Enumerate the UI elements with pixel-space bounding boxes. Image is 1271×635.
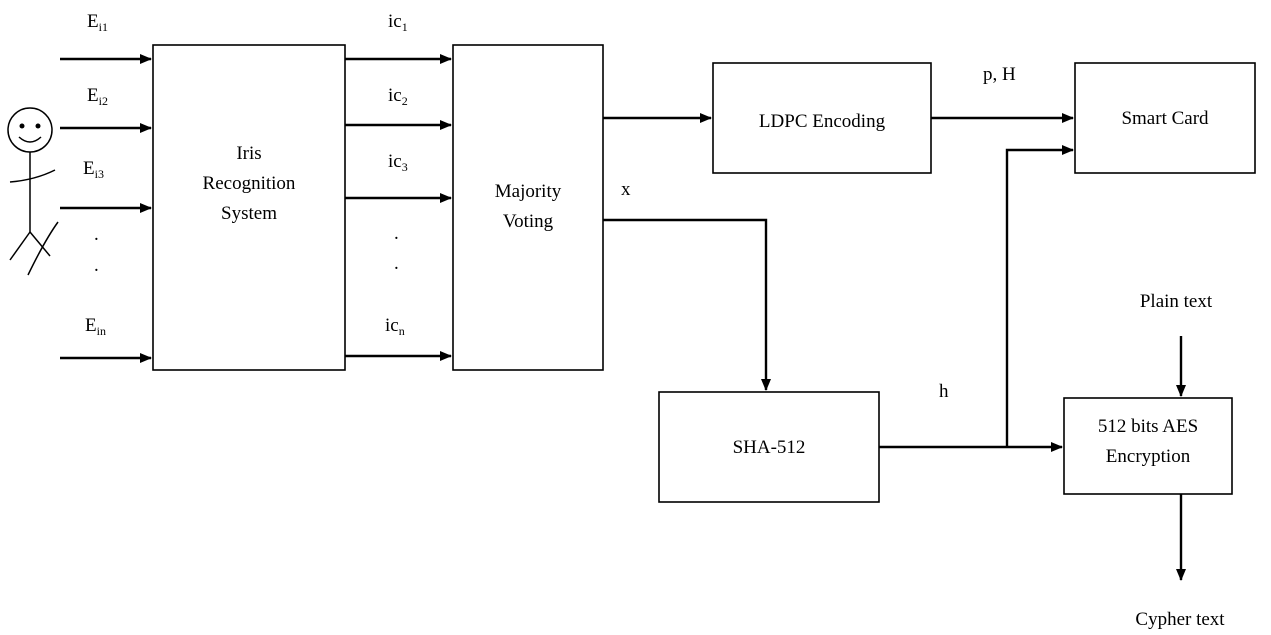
p-h-signal-label: p, H	[983, 63, 1016, 87]
x-to-sha-arrow	[603, 220, 766, 390]
plain-text-label: Plain text	[1140, 290, 1212, 314]
input-ellipsis-dot: .	[94, 254, 99, 278]
input-label-n: Ein	[85, 314, 106, 338]
majority-block-label-line1: Majority	[495, 180, 562, 204]
sha-block-label: SHA-512	[733, 436, 806, 460]
aes-block-label-line2: Encryption	[1106, 445, 1190, 469]
ic-label-3: ic3	[388, 150, 408, 174]
ic-ellipsis-dot: .	[394, 252, 399, 276]
input-label-3: Ei3	[83, 157, 104, 181]
x-signal-label: x	[621, 178, 631, 202]
user-stick-figure-icon	[8, 108, 58, 275]
iris-block-label-line2: Recognition	[203, 172, 296, 196]
iris-block-label-line1: Iris	[236, 142, 261, 166]
ic-label-n: icn	[385, 314, 405, 338]
smart-card-block-label: Smart Card	[1121, 107, 1208, 131]
majority-block-label-line2: Voting	[503, 210, 553, 234]
aes-block-label-line1: 512 bits AES	[1098, 415, 1198, 439]
ic-ellipsis-dot: .	[394, 222, 399, 246]
h-to-smartcard-arrow	[1007, 150, 1073, 447]
input-ellipsis-dot: .	[94, 223, 99, 247]
ic-label-2: ic2	[388, 84, 408, 108]
cypher-text-label: Cypher text	[1135, 608, 1224, 632]
ldpc-block-label: LDPC Encoding	[759, 110, 885, 134]
input-label-1: Ei1	[87, 10, 108, 34]
h-signal-label: h	[939, 380, 949, 404]
iris-block-label-line3: System	[221, 202, 277, 226]
ic-label-1: ic1	[388, 10, 408, 34]
input-label-2: Ei2	[87, 84, 108, 108]
majority-voting-block	[453, 45, 603, 370]
